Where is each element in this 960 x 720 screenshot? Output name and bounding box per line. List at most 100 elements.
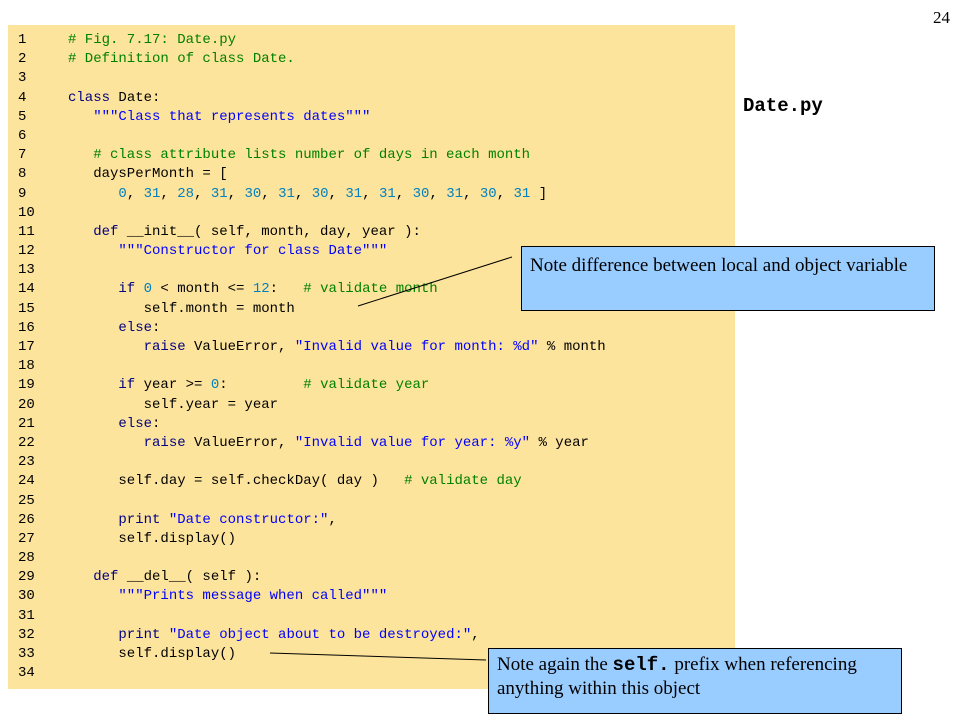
slide-number: 24	[933, 8, 950, 27]
code-text: else:	[68, 319, 161, 336]
code-line: 8 daysPerMonth = [	[8, 165, 735, 184]
line-number: 7	[18, 147, 27, 164]
line-number: 32	[18, 626, 35, 643]
code-text: """Class that represents dates"""	[68, 108, 371, 125]
line-number: 13	[18, 262, 35, 279]
line-number: 30	[18, 588, 35, 605]
line-number: 18	[18, 358, 35, 375]
code-text: self.year = year	[68, 396, 279, 413]
line-number: 22	[18, 434, 35, 451]
code-line: 7 # class attribute lists number of days…	[8, 146, 735, 165]
code-text: class Date:	[68, 89, 161, 106]
code-line: 34	[8, 664, 735, 683]
code-text: raise ValueError, "Invalid value for yea…	[68, 434, 589, 451]
code-line: 6	[8, 127, 735, 146]
code-text: def __del__( self ):	[68, 569, 262, 586]
code-line: 27 self.display()	[8, 530, 735, 549]
code-line: 19 if year >= 0: # validate year	[8, 376, 735, 395]
code-line: 22 raise ValueError, "Invalid value for …	[8, 434, 735, 453]
line-number: 15	[18, 300, 35, 317]
code-line: 3	[8, 69, 735, 88]
code-line: 4 class Date:	[8, 89, 735, 108]
line-number: 12	[18, 243, 35, 260]
line-number: 4	[18, 89, 27, 106]
code-line: 26 print "Date constructor:",	[8, 511, 735, 530]
line-number: 34	[18, 665, 35, 682]
code-text: self.display()	[68, 646, 237, 662]
code-line: 18	[8, 357, 735, 376]
line-number: 25	[18, 492, 35, 509]
code-line: 29 def __del__( self ):	[8, 568, 735, 587]
code-line: 2# Definition of class Date.	[8, 50, 735, 69]
code-line: 16 else:	[8, 319, 735, 338]
code-text: # Definition of class Date.	[68, 51, 295, 68]
line-number: 23	[18, 454, 35, 471]
code-text: else:	[68, 415, 161, 432]
code-text: self.display()	[68, 530, 237, 547]
code-text: if year >= 0: # validate year	[68, 377, 430, 394]
code-line: 25	[8, 492, 735, 511]
code-line: 9 0, 31, 28, 31, 30, 31, 30, 31, 31, 30,…	[8, 185, 735, 204]
code-line: 31	[8, 607, 735, 626]
line-number: 28	[18, 550, 35, 567]
line-number: 16	[18, 319, 35, 336]
code-line: 32 print "Date object about to be destro…	[8, 626, 735, 645]
code-line: 20 self.year = year	[8, 396, 735, 415]
code-line: 33 self.display()	[8, 645, 735, 664]
code-text: # Fig. 7.17: Date.py	[68, 32, 237, 48]
code-line: 24 self.day = self.checkDay( day ) # val…	[8, 472, 735, 491]
code-text: # class attribute lists number of days i…	[68, 147, 531, 164]
callout-local-vs-object-variable: Note difference between local and object…	[521, 246, 935, 311]
line-number: 14	[18, 281, 35, 298]
code-listing: 1 # Fig. 7.17: Date.py 2# Definition of cl…	[8, 31, 735, 683]
code-line: 11 def __init__( self, month, day, year …	[8, 223, 735, 242]
code-panel	[8, 25, 735, 689]
code-text: """Constructor for class Date"""	[68, 243, 388, 260]
code-line: 17 raise ValueError, "Invalid value for …	[8, 338, 735, 357]
line-number: 3	[18, 70, 27, 87]
callout-self-prefix: Note again the self. prefix when referen…	[488, 648, 902, 714]
code-text: 0, 31, 28, 31, 30, 31, 30, 31, 31, 30, 3…	[118, 185, 548, 202]
line-number: 27	[18, 530, 35, 547]
line-number: 24	[18, 473, 35, 490]
line-number: 17	[18, 339, 35, 355]
callout-text-before: Note again the	[497, 654, 613, 675]
code-line: 10	[8, 204, 735, 223]
line-number: 9	[18, 185, 27, 202]
code-line: 23	[8, 453, 735, 472]
line-number: 26	[18, 511, 35, 528]
line-number: 8	[18, 166, 27, 183]
code-text: print "Date object about to be destroyed…	[68, 626, 480, 643]
callout-code-self: self.	[612, 654, 670, 676]
line-number: 6	[18, 127, 27, 144]
line-number: 19	[18, 377, 35, 394]
code-line: 15 self.month = month	[8, 300, 735, 319]
code-line: 28	[8, 549, 735, 568]
code-line: 12 """Constructor for class Date"""	[8, 242, 735, 261]
line-number: 31	[18, 607, 35, 624]
code-text: def __init__( self, month, day, year ):	[68, 223, 421, 240]
code-text: if 0 < month <= 12: # validate month	[68, 281, 438, 298]
code-line: 5 """Class that represents dates"""	[8, 108, 735, 127]
code-text: raise ValueError, "Invalid value for mon…	[68, 339, 606, 355]
code-text: print "Date constructor:",	[68, 511, 337, 528]
code-text: daysPerMonth = [	[68, 166, 228, 183]
line-number: 29	[18, 569, 35, 586]
line-number: 11	[18, 223, 35, 240]
line-number: 1	[18, 32, 27, 48]
line-number: 33	[18, 646, 35, 662]
callout-text-after: prefix when referencing anything within …	[497, 654, 857, 699]
code-text: """Prints message when called"""	[68, 588, 388, 605]
code-text: self.day = self.checkDay( day ) # valida…	[68, 473, 522, 490]
code-text: self.month = month	[68, 300, 295, 317]
line-number: 5	[18, 108, 27, 125]
code-line: 30 """Prints message when called"""	[8, 587, 735, 606]
code-line: 21 else:	[8, 415, 735, 434]
file-label: Date.py	[743, 95, 823, 117]
line-number: 10	[18, 204, 35, 221]
code-line: 1 # Fig. 7.17: Date.py	[8, 31, 735, 50]
code-line: 13	[8, 261, 735, 280]
callout-text: Note difference between local and object…	[530, 255, 908, 276]
line-number: 20	[18, 396, 35, 413]
line-number: 21	[18, 415, 35, 432]
